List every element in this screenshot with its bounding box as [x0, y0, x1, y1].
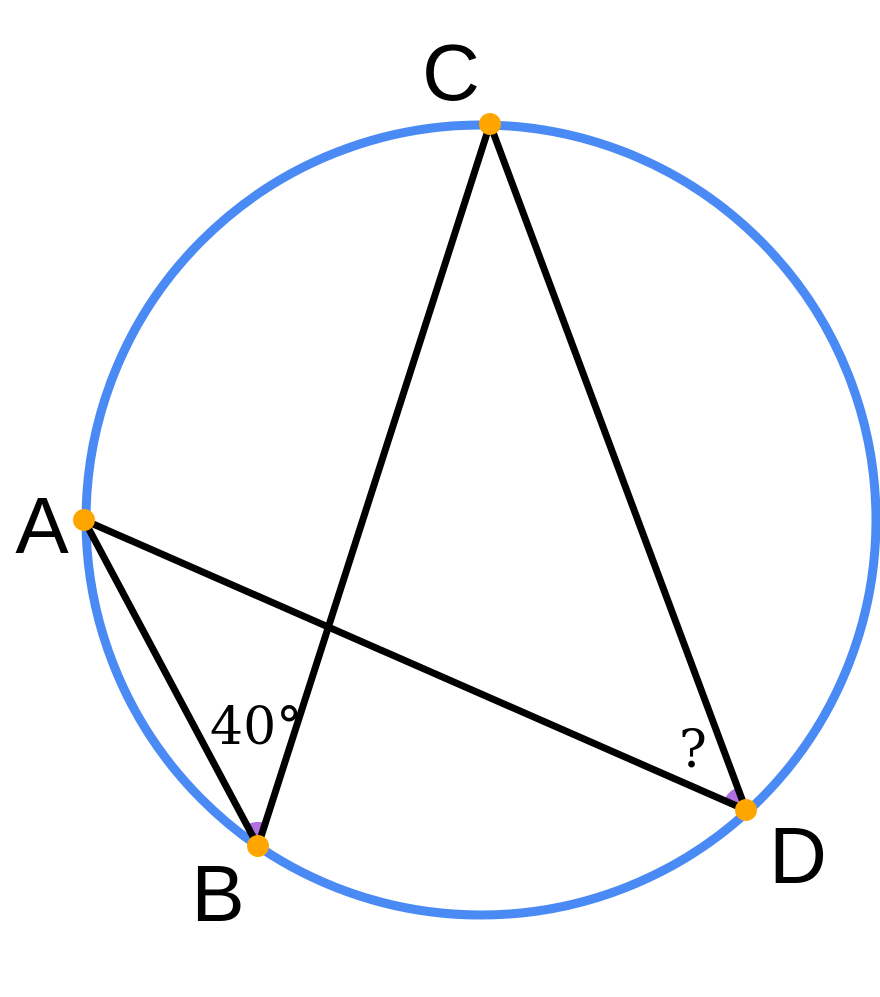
point-a [73, 509, 95, 531]
label-a: A [15, 481, 69, 570]
label-b: B [191, 849, 244, 938]
point-c [479, 113, 501, 135]
circle [81, 120, 880, 920]
chords [80, 120, 750, 850]
segment-ad [80, 516, 750, 814]
point-d [735, 799, 757, 821]
angle-label-d: ? [679, 720, 707, 780]
angle-label-b: 40° [210, 697, 302, 757]
label-c: C [422, 28, 480, 117]
segment-ab [80, 516, 262, 850]
segment-bc [254, 120, 494, 850]
segment-cd [486, 120, 750, 814]
points [73, 113, 757, 857]
point-b [247, 835, 269, 857]
label-d: D [769, 811, 827, 900]
